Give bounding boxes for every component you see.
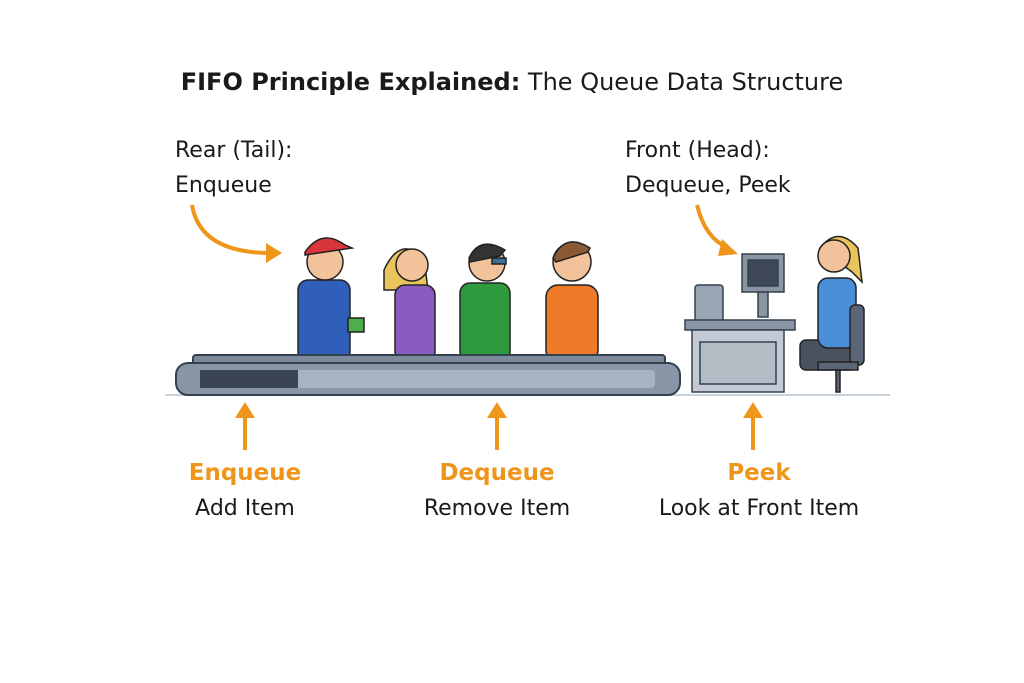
operation-desc: Remove Item xyxy=(423,496,571,521)
front-label-line1: Front (Head): xyxy=(625,138,770,163)
rear-arrow xyxy=(190,204,269,255)
operation-name: Dequeue xyxy=(439,460,555,486)
rear-label: Rear (Tail): Enqueue xyxy=(175,133,292,203)
operation-name: Enqueue xyxy=(188,460,302,486)
rear-label-line2: Enqueue xyxy=(175,173,272,198)
operation-desc: Add Item xyxy=(195,496,295,521)
rear-arrow-head xyxy=(266,243,282,263)
up-arrows xyxy=(235,402,763,450)
front-label-line2: Dequeue, Peek xyxy=(625,173,791,198)
person-front xyxy=(545,241,599,363)
rear-label-line1: Rear (Tail): xyxy=(175,138,293,163)
front-label: Front (Head): Dequeue, Peek xyxy=(625,133,791,203)
page-title: FIFO Principle Explained: The Queue Data… xyxy=(0,68,1024,96)
front-arrow-head xyxy=(718,239,738,256)
person-2 xyxy=(383,248,436,363)
title-bold: FIFO Principle Explained: xyxy=(180,68,521,96)
conveyor-belt xyxy=(175,354,681,396)
operation-peek: Peek Look at Front Item xyxy=(629,455,889,527)
operation-name: Peek xyxy=(727,460,791,486)
operation-dequeue: Dequeue Remove Item xyxy=(367,455,627,527)
person-rear xyxy=(297,237,365,363)
cashier xyxy=(799,235,865,393)
operation-enqueue: Enqueue Add Item xyxy=(115,455,375,527)
operation-desc: Look at Front Item xyxy=(658,496,860,521)
title-rest: The Queue Data Structure xyxy=(520,68,844,96)
checkout-desk xyxy=(684,253,796,393)
person-3 xyxy=(459,243,511,363)
